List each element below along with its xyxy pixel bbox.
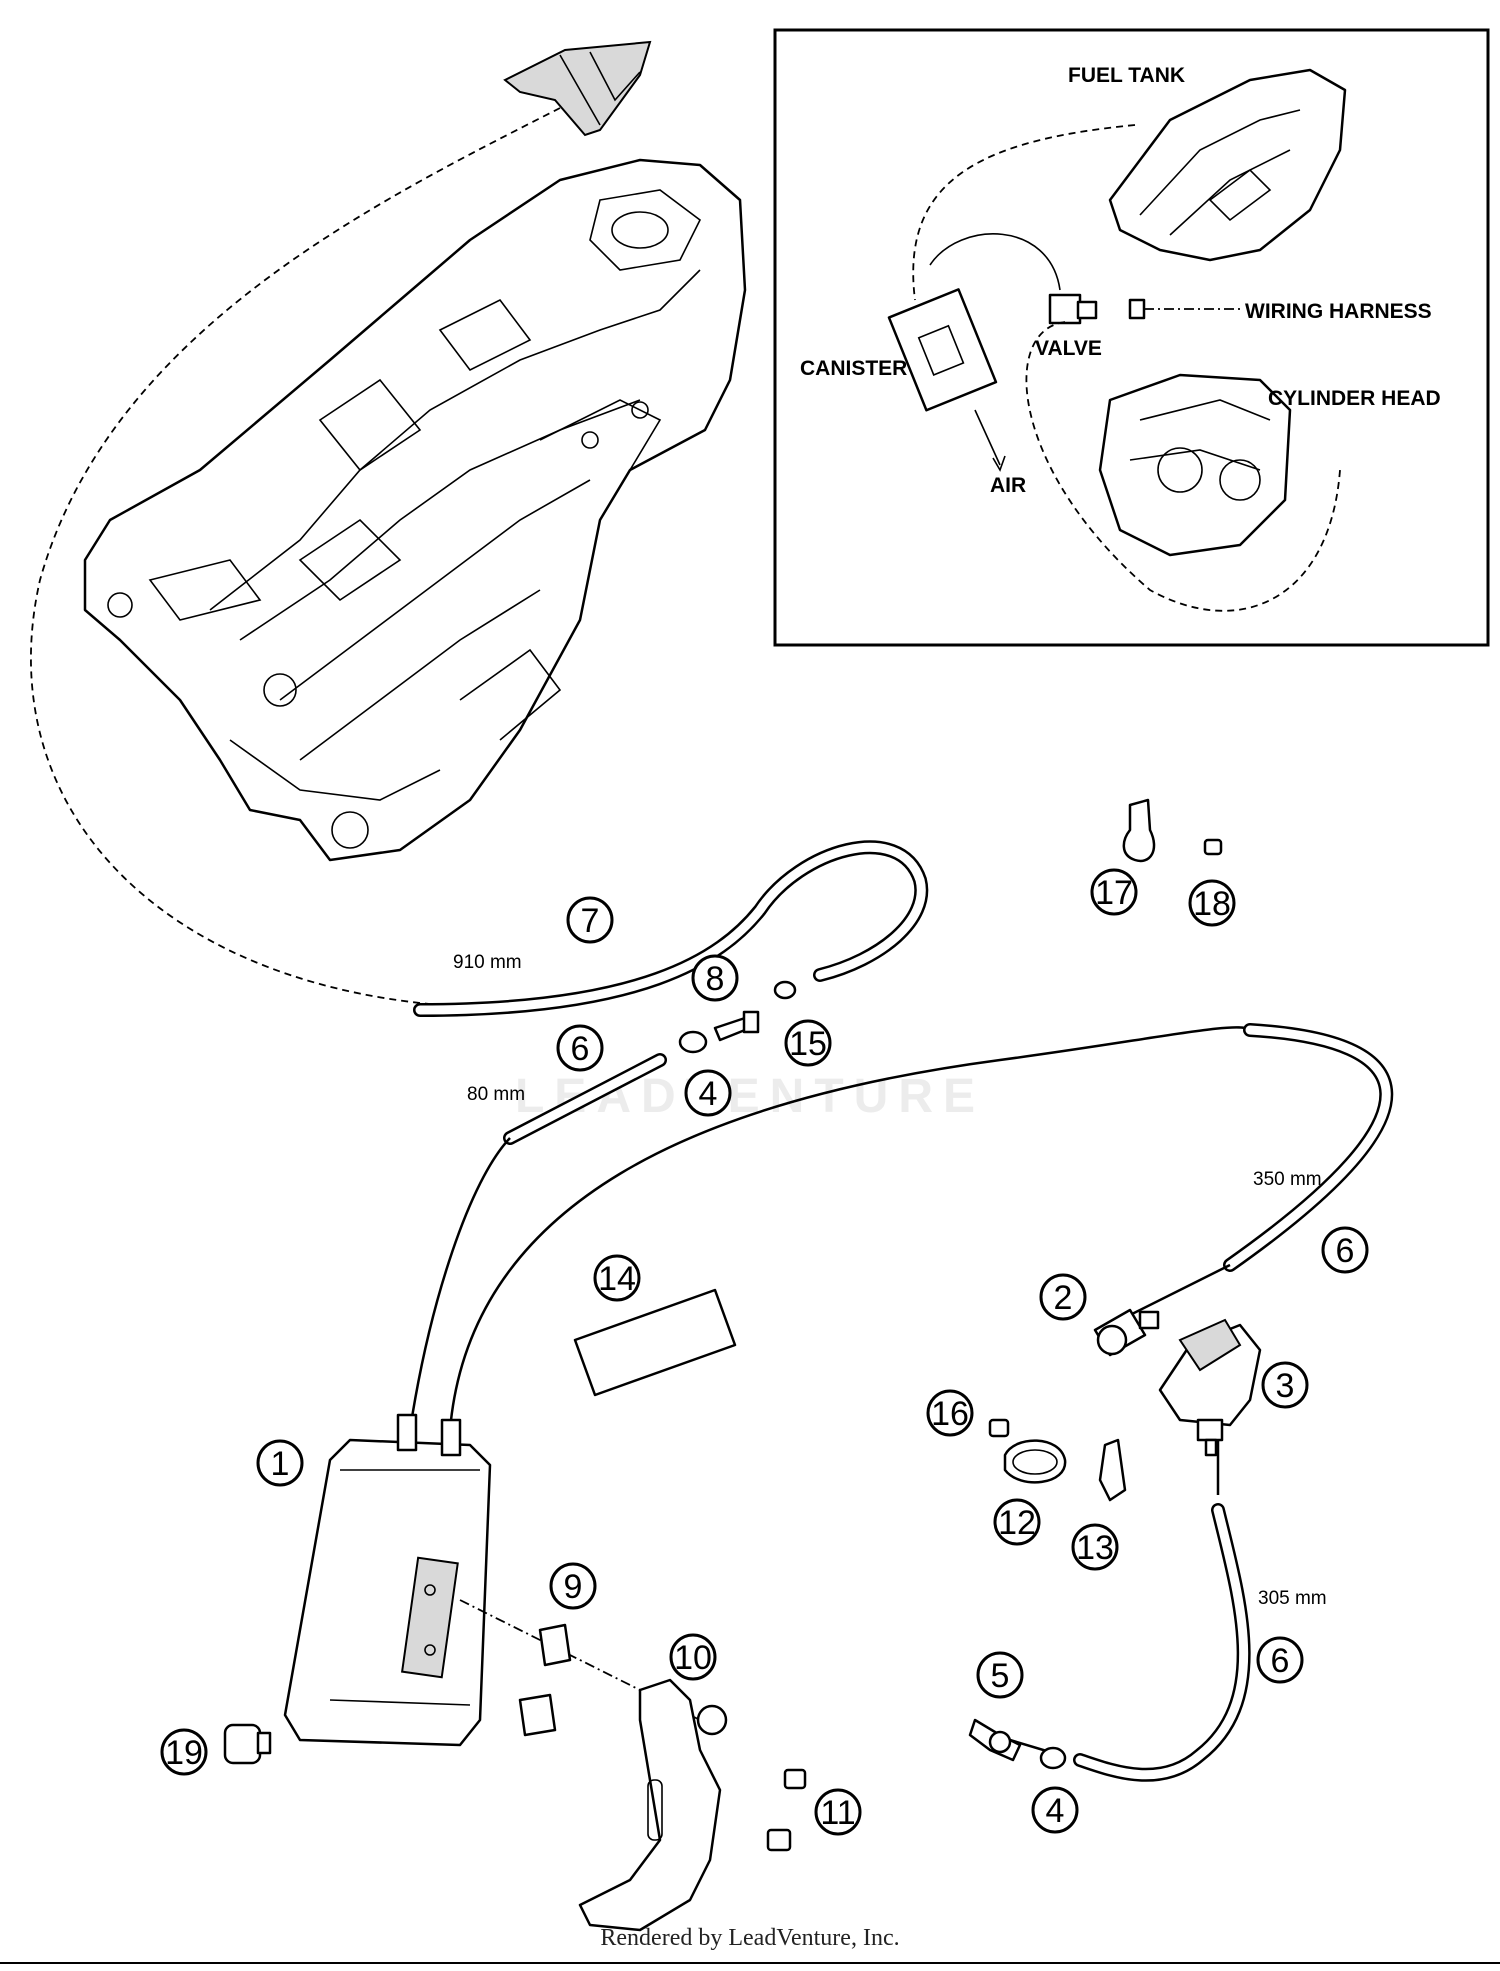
p-clamp-17-part [1122, 798, 1156, 863]
svg-text:13: 13 [1076, 1529, 1114, 1567]
label-14-part [573, 1288, 737, 1397]
bolt-11-part [766, 1768, 807, 1852]
callout-16[interactable]: 16 [926, 1389, 974, 1437]
clamp-12-part [1003, 1439, 1067, 1484]
svg-text:19: 19 [165, 1734, 203, 1772]
callout-19[interactable]: 19 [160, 1728, 208, 1776]
inset-valve-label: VALVE [1035, 337, 1102, 360]
callout-9[interactable]: 9 [549, 1562, 597, 1610]
svg-text:9: 9 [564, 1568, 583, 1606]
callout-4-upper[interactable]: 4 [684, 1069, 732, 1117]
callout-6-80mm[interactable]: 6 [556, 1024, 604, 1072]
svg-text:14: 14 [598, 1260, 636, 1298]
inset-wiring-harness-label: WIRING HARNESS [1245, 300, 1432, 323]
svg-text:4: 4 [1046, 1792, 1065, 1830]
callout-8[interactable]: 8 [691, 954, 739, 1002]
screw-16-part [988, 1418, 1010, 1438]
dimension-80mm: 80 mm [467, 1084, 525, 1105]
fitting-lower-part [968, 1718, 1022, 1762]
callout-3[interactable]: 3 [1261, 1361, 1309, 1409]
callout-7[interactable]: 7 [566, 896, 614, 944]
svg-text:12: 12 [998, 1504, 1036, 1542]
svg-text:16: 16 [931, 1395, 969, 1433]
svg-text:1: 1 [271, 1445, 290, 1483]
svg-text:4: 4 [699, 1075, 718, 1113]
callout-13[interactable]: 13 [1071, 1523, 1119, 1571]
svg-text:6: 6 [571, 1030, 590, 1068]
inset-fuel-tank-label: FUEL TANK [1068, 64, 1185, 87]
svg-text:17: 17 [1095, 874, 1133, 912]
callout-10[interactable]: 10 [669, 1633, 717, 1681]
callout-17[interactable]: 17 [1090, 868, 1138, 916]
callout-6-350mm[interactable]: 6 [1321, 1226, 1369, 1274]
svg-text:11: 11 [820, 1794, 855, 1832]
screw-8-part [713, 1010, 760, 1042]
dimension-350mm: 350 mm [1253, 1169, 1322, 1190]
screw-18-part [1203, 838, 1223, 856]
inset-cylinder-head-label: CYLINDER HEAD [1268, 387, 1441, 410]
svg-text:6: 6 [1336, 1232, 1355, 1270]
canister-part [283, 1413, 492, 1747]
svg-text:2: 2 [1054, 1279, 1073, 1317]
svg-text:3: 3 [1276, 1367, 1295, 1405]
bracket-part [578, 1678, 728, 1932]
purge-valve-part [1158, 1318, 1262, 1457]
svg-text:18: 18 [1193, 885, 1231, 923]
clip-nut-part [518, 1623, 572, 1737]
inset-box: FUEL TANK WIRING HARNESS CANISTER VALVE … [773, 28, 1490, 647]
fuel-tank [83, 40, 747, 862]
inset-canister-label: CANISTER [800, 357, 907, 380]
callout-18[interactable]: 18 [1188, 879, 1236, 927]
callout-15[interactable]: 15 [784, 1019, 832, 1067]
callout-11[interactable]: 11 [814, 1788, 862, 1836]
svg-text:15: 15 [789, 1025, 827, 1063]
fitting-part [1093, 1308, 1160, 1357]
svg-text:8: 8 [706, 960, 725, 998]
callout-1[interactable]: 1 [256, 1439, 304, 1487]
hose-clamp-upper-part [678, 1030, 708, 1054]
svg-text:5: 5 [991, 1657, 1010, 1695]
hoses [408, 840, 1394, 1782]
damper-19-part [223, 1723, 272, 1765]
svg-text:6: 6 [1271, 1642, 1290, 1680]
callout-6-305mm[interactable]: 6 [1256, 1636, 1304, 1684]
callout-12[interactable]: 12 [993, 1498, 1041, 1546]
hose-clamp-lower-part [1039, 1746, 1067, 1770]
callout-5[interactable]: 5 [976, 1651, 1024, 1699]
svg-text:10: 10 [674, 1639, 712, 1677]
hose-clamp-15-part [773, 980, 797, 1000]
bracket-13-part [1098, 1438, 1127, 1502]
svg-text:7: 7 [581, 902, 600, 940]
callout-4-lower[interactable]: 4 [1031, 1786, 1079, 1834]
bottom-divider [0, 1962, 1500, 1964]
inset-air-label: AIR [990, 474, 1026, 497]
dimension-305mm: 305 mm [1258, 1588, 1327, 1609]
callout-14[interactable]: 14 [593, 1254, 641, 1302]
dimension-910mm: 910 mm [453, 952, 522, 973]
callout-2[interactable]: 2 [1039, 1273, 1087, 1321]
footer-credit: Rendered by LeadVenture, Inc. [600, 1925, 900, 1951]
